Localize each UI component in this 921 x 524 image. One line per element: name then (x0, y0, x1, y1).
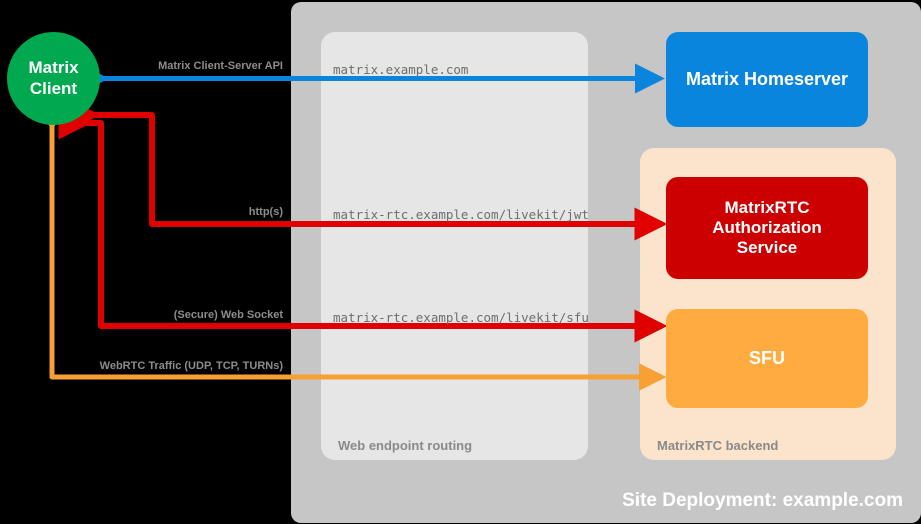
web-endpoint-routing-panel (321, 32, 588, 460)
label-https: http(s) (248, 206, 283, 218)
endpoint-matrix-example-com: matrix.example.com (333, 62, 469, 77)
caption-web-endpoint-routing: Web endpoint routing (338, 438, 473, 453)
caption-site-deployment: Site Deployment: example.com (622, 490, 903, 511)
endpoint-livekit-jwt: matrix-rtc.example.com/livekit/jwt (333, 207, 589, 222)
node-sfu[interactable]: SFU (666, 309, 868, 408)
auth-label-line2: Authorization (712, 217, 822, 237)
matrix-client-label-line2: Client (29, 78, 78, 98)
label-secure-web-socket: (Secure) Web Socket (173, 309, 283, 321)
matrix-homeserver-label: Matrix Homeserver (685, 68, 849, 89)
label-matrix-client-server-api: Matrix Client-Server API (158, 60, 283, 72)
caption-matrixrtc-backend: MatrixRTC backend (657, 438, 779, 453)
node-matrix-homeserver[interactable]: Matrix Homeserver (666, 32, 868, 127)
label-webrtc-traffic: WebRTC Traffic (UDP, TCP, TURNs) (99, 360, 283, 372)
arrow-webrtc-traffic (38, 104, 660, 380)
endpoint-livekit-sfu: matrix-rtc.example.com/livekit/sfu (333, 310, 589, 325)
arrow-secure-websocket (58, 106, 660, 329)
node-matrixrtc-authorization-service[interactable]: MatrixRTC Authorization Service (666, 177, 868, 279)
arrow-https-jwt (67, 98, 660, 227)
matrix-client-label-line1: Matrix (28, 58, 79, 78)
sfu-label: SFU (749, 347, 785, 368)
auth-label-line3: Service (736, 238, 798, 258)
auth-label-line1: MatrixRTC (724, 197, 810, 217)
node-matrix-client[interactable]: Matrix Client (7, 32, 100, 125)
